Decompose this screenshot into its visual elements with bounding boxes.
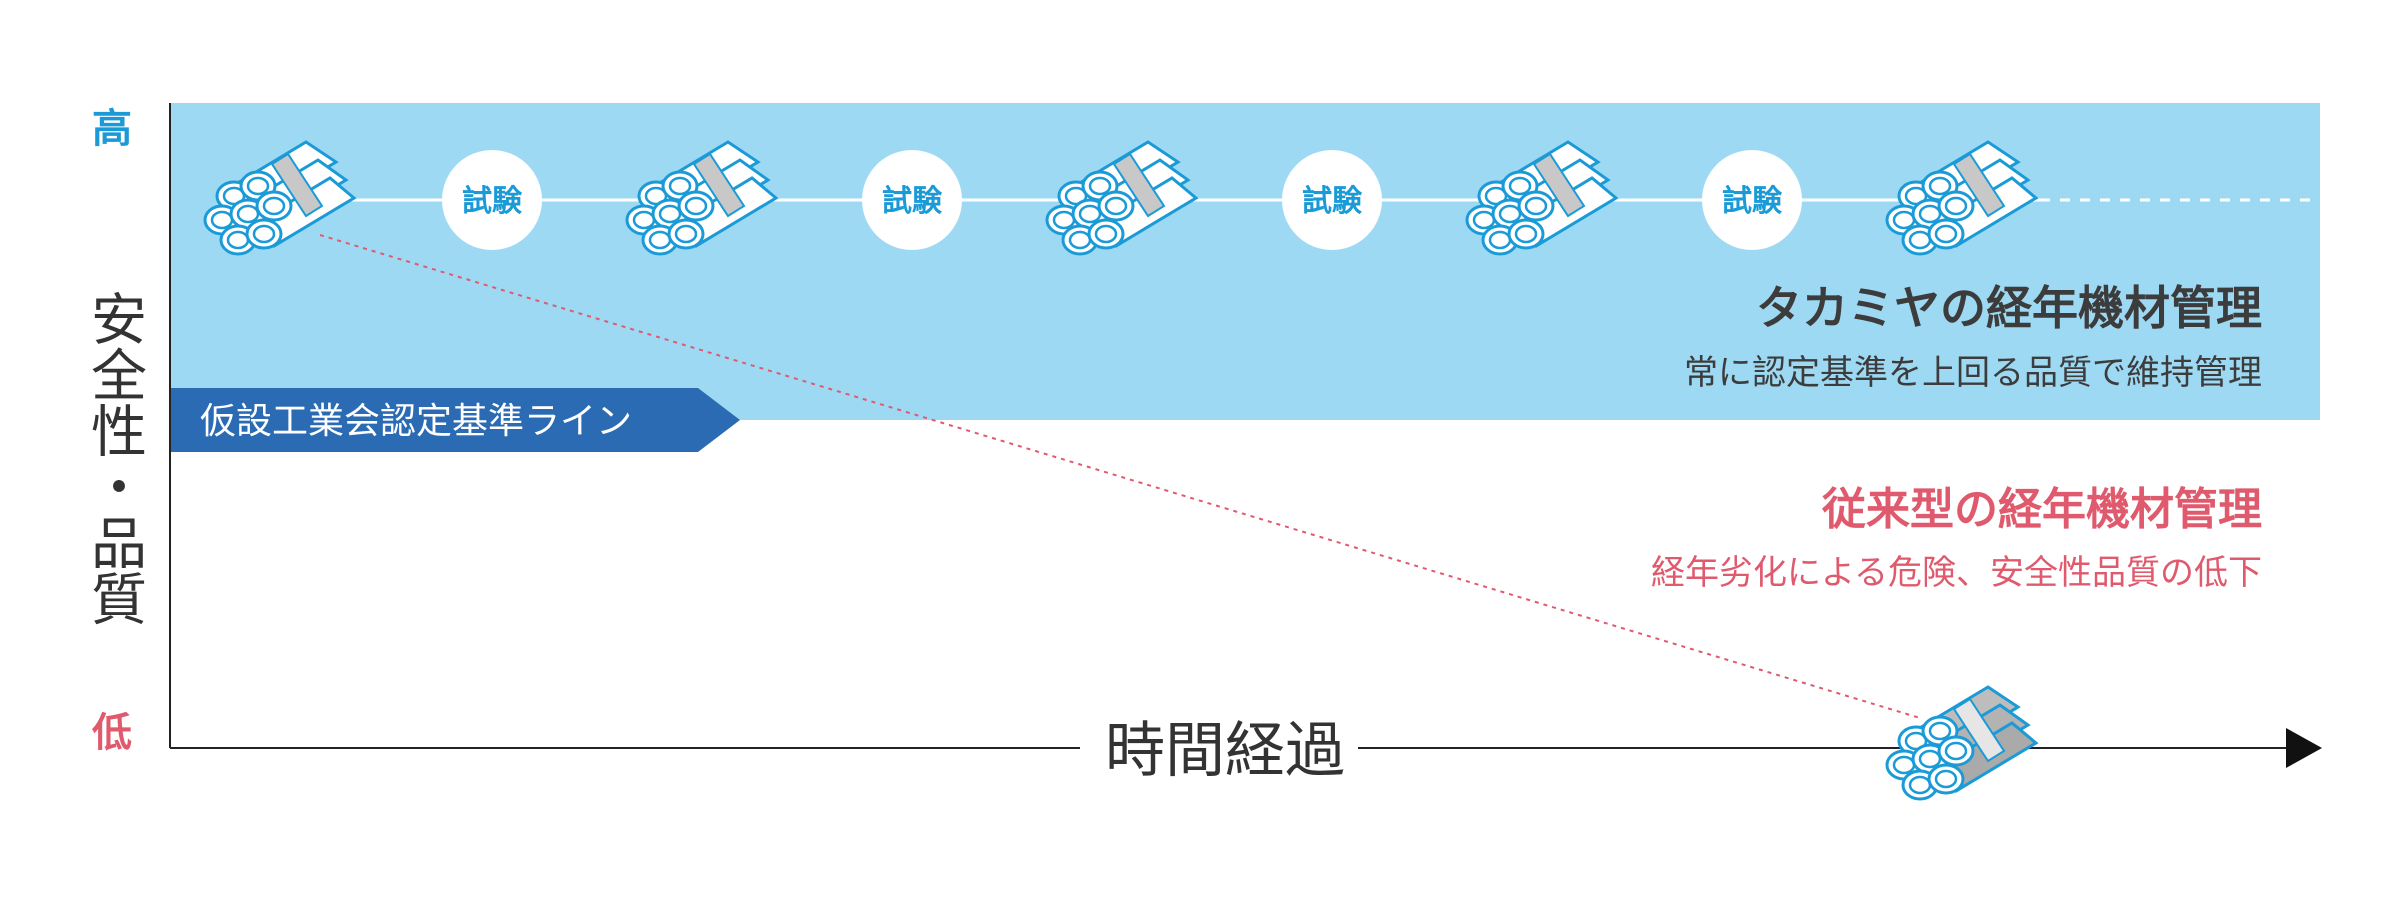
takamiya-title: タカミヤの経年機材管理 bbox=[1756, 281, 2262, 335]
y-axis-label: 安全性・品質 bbox=[82, 290, 147, 626]
arrow-right-icon bbox=[2286, 728, 2322, 768]
test-label: 試験 bbox=[882, 184, 943, 219]
standard-line-tag bbox=[170, 388, 740, 452]
test-label: 試験 bbox=[1302, 184, 1363, 219]
test-marker: 試験 bbox=[862, 150, 962, 250]
y-axis-low: 低 bbox=[92, 710, 132, 756]
conventional-title: 従来型の経年機材管理 bbox=[1821, 484, 2262, 535]
test-marker: 試験 bbox=[1702, 150, 1802, 250]
test-marker: 試験 bbox=[1282, 150, 1382, 250]
y-axis-high: 高 bbox=[92, 106, 132, 152]
standard-line-label: 仮設工業会認定基準ライン bbox=[200, 401, 632, 442]
test-label: 試験 bbox=[462, 184, 523, 219]
quality-band bbox=[170, 103, 2320, 420]
test-marker: 試験 bbox=[442, 150, 542, 250]
x-axis-label: 時間経過 bbox=[1105, 716, 1345, 786]
takamiya-subtitle: 常に認定基準を上回る品質で維持管理 bbox=[1684, 353, 2262, 393]
conventional-subtitle: 経年劣化による危険、安全性品質の低下 bbox=[1651, 553, 2262, 593]
test-label: 試験 bbox=[1722, 184, 1783, 219]
pipe-bundle-icon bbox=[1887, 687, 2036, 799]
